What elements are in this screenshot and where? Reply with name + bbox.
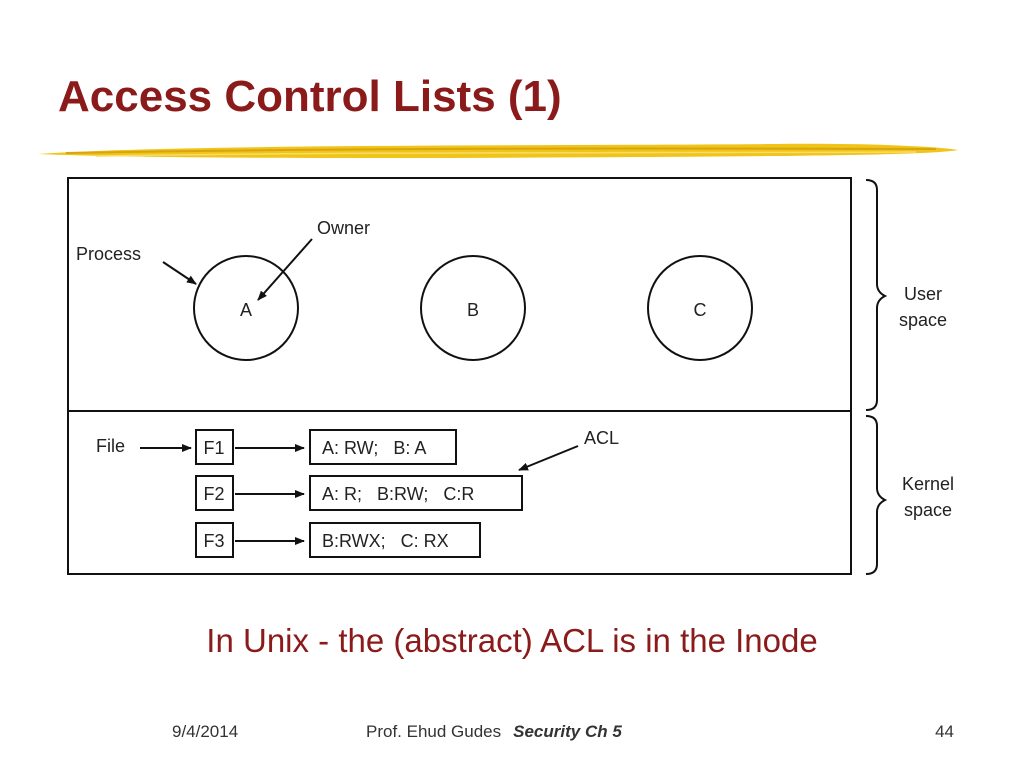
- file-name-f2: F2: [203, 484, 224, 504]
- process-circle-a: [193, 255, 299, 361]
- process-arrow: [162, 261, 197, 285]
- acl-text-f2: A: R; B:RW; C:R: [322, 484, 474, 504]
- page-number: 44: [935, 722, 954, 741]
- owner-arrow: [257, 238, 313, 301]
- acl-text-f3: B:RWX; C: RX: [322, 531, 449, 551]
- user-space-label-line2: space: [899, 310, 947, 330]
- kernel-space-region: [67, 410, 852, 575]
- process-circle-c: [647, 255, 753, 361]
- file-label: File: [96, 436, 125, 456]
- file-box-f3: [195, 522, 234, 558]
- file-name-f3: F3: [203, 531, 224, 551]
- acl-box-f2: [309, 475, 523, 511]
- footer-course: Security Ch 5: [513, 722, 622, 741]
- user-space-label-line1: User: [904, 284, 942, 304]
- acl-text-f1: A: RW; B: A: [322, 438, 426, 458]
- title-underline: [38, 143, 958, 158]
- file-name-f1: F1: [203, 438, 224, 458]
- kernel-space-label-line1: Kernel: [902, 474, 954, 494]
- acl-box-f3: [309, 522, 481, 558]
- slide-caption: In Unix - the (abstract) ACL is in the I…: [206, 622, 818, 659]
- file-box-f1: [195, 429, 234, 465]
- user-space-brace: [865, 179, 888, 411]
- process-label-a: A: [240, 300, 252, 320]
- process-label: Process: [76, 244, 141, 264]
- process-circle-b: [420, 255, 526, 361]
- acl-arrow: [518, 445, 579, 471]
- footer-date: 9/4/2014: [172, 722, 239, 741]
- footer-author-block: Prof. Ehud Gudes Security Ch 5: [366, 722, 622, 742]
- kernel-space-brace: [865, 415, 888, 575]
- acl-box-f1: [309, 429, 457, 465]
- kernel-space-label-line2: space: [904, 500, 952, 520]
- acl-label: ACL: [584, 428, 619, 448]
- process-label-c: C: [694, 300, 707, 320]
- acl-diagram: A B C Process Owner File F1 F2 F3 A: RW;…: [67, 177, 954, 575]
- process-label-b: B: [467, 300, 479, 320]
- footer-author: Prof. Ehud Gudes: [366, 722, 502, 741]
- slide-title: Access Control Lists (1): [58, 72, 562, 121]
- file-box-f2: [195, 475, 234, 511]
- owner-label: Owner: [317, 218, 370, 238]
- user-space-region: [67, 177, 852, 412]
